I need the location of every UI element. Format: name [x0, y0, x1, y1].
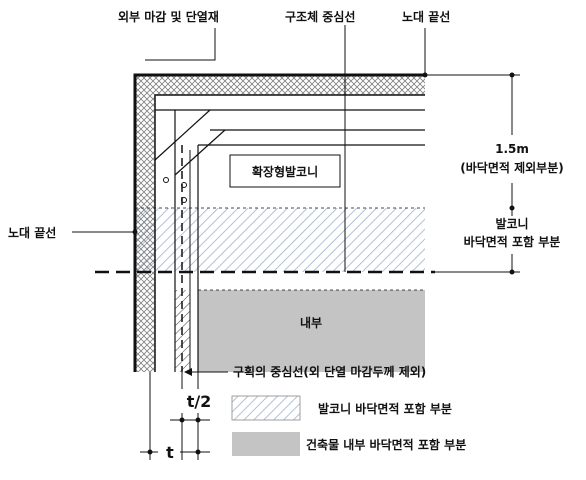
exterior-finish-label: 외부 마감 및 단열재 [118, 9, 219, 24]
arrow-head [184, 368, 192, 376]
dim-note: (바닥면적 제외부분) [460, 160, 563, 175]
balcony-edge-top-label: 노대 끝선 [402, 9, 450, 24]
t-bg [158, 440, 180, 462]
dim-dot [509, 72, 515, 78]
legend-label-hatch: 발코니 바닥면적 포함 부분 [318, 401, 452, 416]
dim-dot [509, 205, 515, 211]
t-dot [195, 449, 201, 455]
interior-area [198, 290, 425, 372]
t2-bg [178, 389, 220, 413]
balcony-outer-edge [133, 73, 425, 372]
legend-swatch-hatch [231, 395, 301, 421]
half-thickness-label: t/2 [187, 392, 212, 411]
balcony-edge-left-label: 노대 끝선 [8, 225, 56, 240]
structural-centerline-label: 구조체 중심선 [285, 9, 355, 24]
thickness-label: t [166, 443, 174, 462]
anchor-circle [181, 182, 187, 188]
balcony-hatched-band [135, 208, 425, 272]
expanded-balcony-label: 확장형발코니 [252, 164, 318, 179]
interior-label: 내부 [300, 315, 322, 330]
dim-dot [509, 269, 515, 275]
t2-dot [195, 417, 201, 423]
balcony-title: 발코니 [495, 216, 528, 231]
balcony-sub: 바닥면적 포함 부분 [464, 234, 561, 249]
balcony-label-bg [440, 216, 580, 254]
dim-label-bg [478, 135, 548, 183]
partition-centerline-label: 구획의 중심선(외 단열 마감두께 제외) [233, 364, 426, 379]
dim-value: 1.5m [495, 142, 529, 156]
wall-diagonal-inner [174, 129, 226, 176]
anchor-circle [181, 197, 187, 203]
t-dot [147, 449, 153, 455]
expanded-balcony-box [229, 154, 341, 188]
anchor-circle [163, 177, 169, 183]
legend-label-gray: 건축물 내부 바닥면적 포함 부분 [306, 437, 466, 452]
wall-diagonal-outer [154, 109, 211, 161]
leader-exterior-finish [145, 28, 216, 61]
edge-dot [132, 229, 138, 235]
t2-dot [179, 417, 185, 423]
insulation-inner-line [154, 94, 425, 372]
legend-swatch-gray [232, 432, 300, 456]
